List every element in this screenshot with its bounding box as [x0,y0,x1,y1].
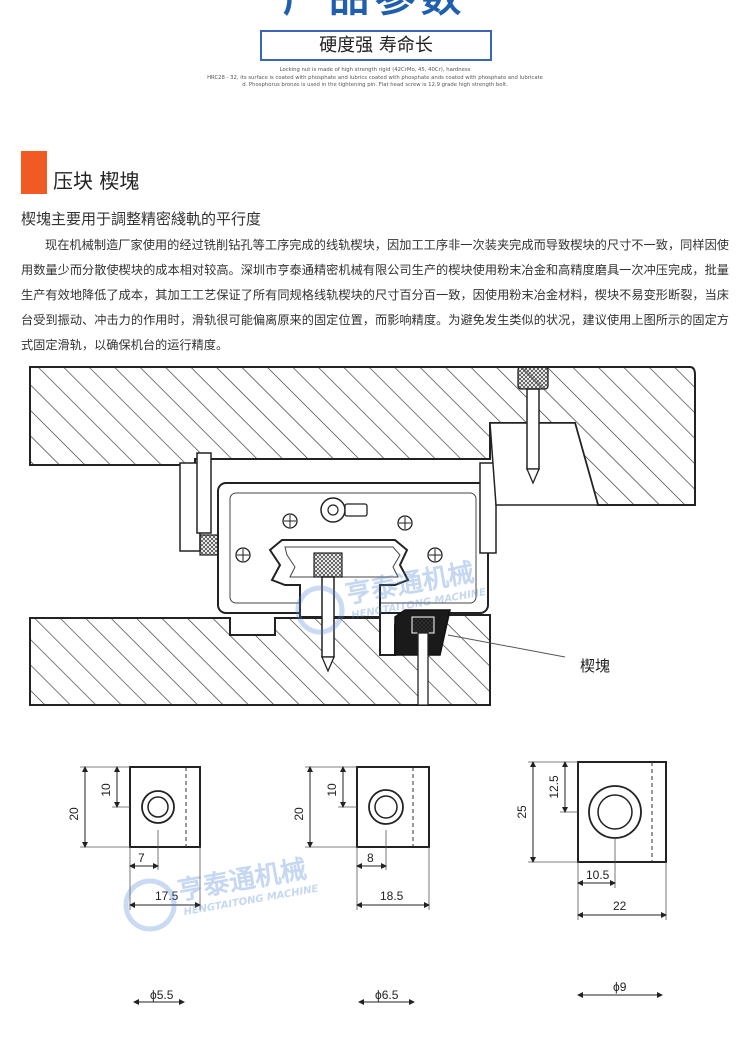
subtitle-box: 硬度强 寿命长 [260,30,492,61]
dim-2-width: 18.5 [380,889,404,903]
dim-2-hole-offset: 8 [367,851,374,865]
carriage-screw-icon [427,547,443,563]
dim-3-height: 25 [515,805,529,819]
carriage-screw-icon [397,515,413,531]
watermark-logo-icon: 亨泰通机械 HENGTAITONG MACHINE [123,854,319,932]
english-description: Locking nut is made of high strength rig… [175,67,575,90]
wedge-drawing-3: 25 12.5 10.5 22 ϕ9 [515,761,667,994]
dim-1-width: 17.5 [155,889,179,903]
callout-leader [447,634,566,658]
lower-base-section [29,609,491,706]
dim-3-width: 22 [613,899,627,913]
dim-2-half-height: 10 [325,783,339,797]
wedge-drawing-2: 20 10 8 18.5 ϕ6.5 [292,766,430,1002]
carriage-screw-icon [235,547,251,563]
dim-1-hole-offset: 7 [138,851,145,865]
section-subheading: 楔塊主要用于調整精密綫軌的平行度 [21,210,262,228]
dim-3-half-height: 12.5 [547,775,561,799]
grease-nipple-icon [320,497,368,523]
wedge-assembly-diagram: 楔塊 亨泰通机械 HENGTAITONG MACHINE [29,366,696,706]
wedge-drawing-1: 20 10 7 17.5 ϕ5.5 [67,766,201,1002]
dim-3-diameter: ϕ9 [613,980,627,994]
section-paragraph: 现在机械制造厂家使用的经过铣削钻孔等工序完成的线轨楔块，因加工工序非一次装夹完成… [21,238,729,352]
wedge-dimension-drawings: 20 10 7 17.5 ϕ5.5 20 10 8 18.5 ϕ6.5 [67,761,667,1005]
section-accent-block [21,151,47,194]
dim-2-height: 20 [292,807,306,821]
dim-1-half-height: 10 [99,783,113,797]
page-title: 产品参数 [0,0,750,22]
section-title: 压块 楔塊 [53,169,140,193]
dim-3-hole-offset: 10.5 [586,868,610,882]
description-line-2: HRC28 - 32, its surface is coated with p… [207,74,543,81]
description-line-1: Locking nut is made of high strength rig… [279,67,471,73]
dim-1-height: 20 [67,807,81,821]
linear-rail [268,539,410,618]
description-line-3: d. Phosphorus bronze is used in the tigh… [242,82,508,88]
wedge-callout-label: 楔塊 [580,657,610,675]
carriage-screw-icon [282,513,298,529]
dim-1-diameter: ϕ5.5 [150,988,174,1002]
dim-2-diameter: ϕ6.5 [375,988,399,1002]
